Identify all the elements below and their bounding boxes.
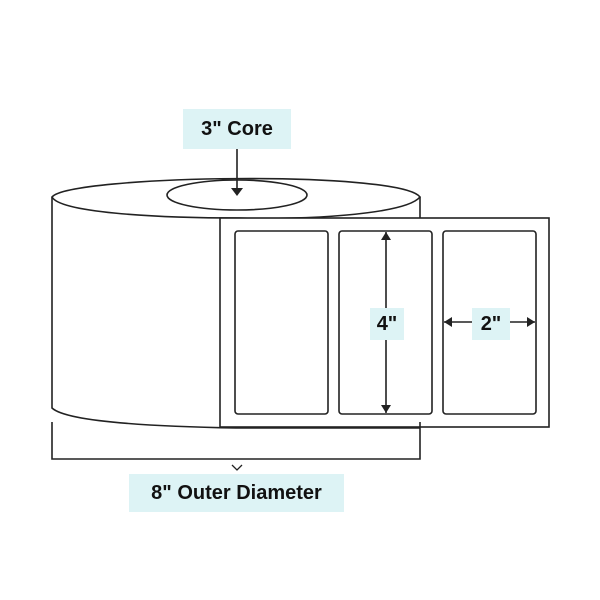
label-2 [338, 230, 433, 415]
roll-top-ellipse [51, 177, 422, 220]
core-size-label: 3" Core [183, 109, 291, 149]
label-height-label: 4" [370, 308, 404, 340]
height-arrowhead-top [381, 232, 391, 240]
outer-diameter-label: 8" Outer Diameter [129, 474, 344, 512]
width-arrowhead-right [527, 317, 535, 327]
height-arrowhead-bottom [381, 405, 391, 413]
width-arrowhead-left [444, 317, 452, 327]
roll-body [51, 197, 420, 429]
core-arrowhead [231, 188, 243, 196]
diameter-tick [231, 464, 243, 471]
label-1 [234, 230, 329, 415]
label-width-label: 2" [472, 308, 510, 340]
diameter-bracket [51, 422, 421, 460]
label-3 [442, 230, 537, 415]
